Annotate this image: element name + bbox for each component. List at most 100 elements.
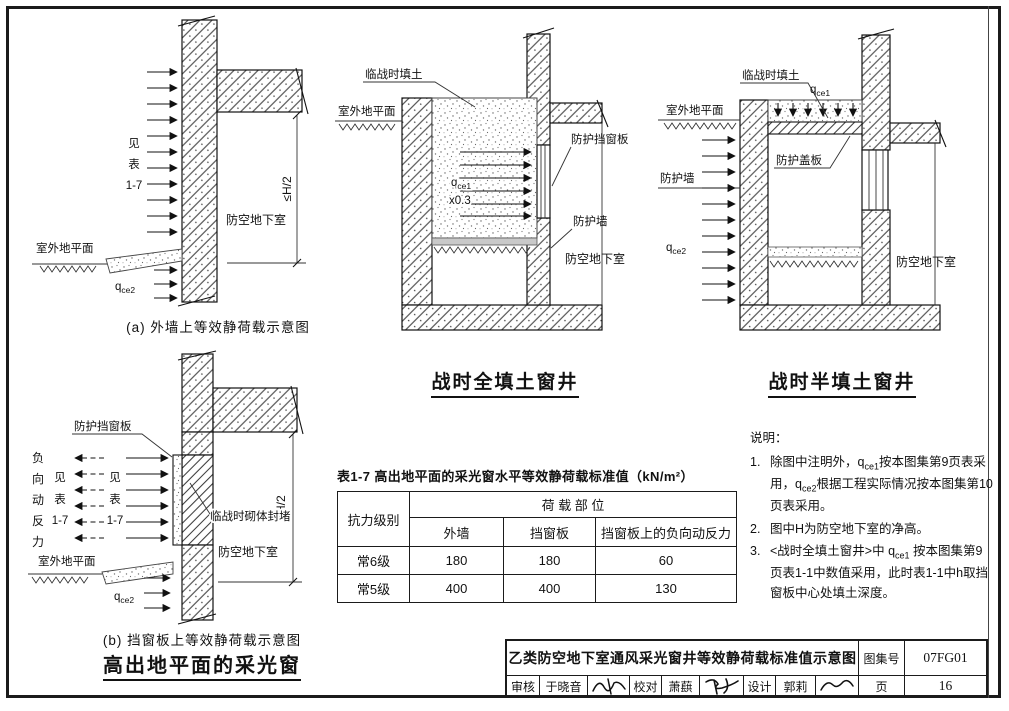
svg-text:1-7: 1-7	[126, 180, 143, 192]
see-table-label: 见 表 1-7	[105, 470, 125, 529]
break-symbol	[177, 15, 216, 27]
qce1-label: qce1	[451, 177, 471, 191]
svg-text:见: 见	[109, 472, 121, 484]
svg-text:表: 表	[128, 157, 140, 171]
svg-text:负: 负	[32, 451, 44, 465]
leader-line	[551, 146, 572, 187]
protective-window-board	[861, 149, 889, 211]
bottom-slab	[401, 304, 603, 331]
break-symbol	[290, 385, 304, 435]
diagram-b-title: 高出地平面的采光窗	[52, 649, 352, 681]
svg-text:向: 向	[32, 471, 44, 486]
fill-label: 临战时填土	[365, 67, 423, 81]
page-label: 页	[858, 676, 904, 696]
basement-label: 防空地下室	[226, 212, 286, 227]
designer-name: 郭莉	[775, 676, 815, 696]
exterior-wall-lower	[181, 544, 214, 621]
table-1-7: 表1-7 高出地平面的采光窗水平等效静荷载标准值（kN/m²） 抗力级别 荷 载…	[337, 466, 739, 603]
proofreader-label: 校对	[629, 676, 661, 696]
bottom-slab	[739, 304, 941, 331]
x03-label: x0.3	[449, 195, 471, 207]
exterior-wall-upper	[181, 353, 214, 433]
floor-slab	[549, 102, 603, 124]
table-cell: 400	[503, 574, 596, 603]
cover-label: 防护盖板	[776, 153, 822, 167]
drawing-title: 乙类防空地下室通风采光窗井等效静荷载标准值示意图	[508, 650, 857, 666]
protective-window-board	[172, 454, 183, 546]
dim-label: ≤H/2	[274, 495, 288, 521]
title-block: 乙类防空地下室通风采光窗井等效静荷载标准值示意图 图集号 07FG01 审核 于…	[505, 639, 988, 698]
reviewer-label: 审核	[510, 679, 535, 694]
diagram-a-caption: (a) 外墙上等效静荷载示意图	[126, 320, 310, 335]
full-fill-caption: 战时全填土窗井	[355, 367, 655, 398]
page-border-inner-line	[988, 6, 989, 698]
protective-wall	[861, 209, 891, 306]
designer-label: 设计	[743, 676, 775, 696]
diagram-b-caption: (b) 挡窗板上等效静荷载示意图	[102, 633, 302, 648]
break-symbol	[522, 27, 555, 39]
table-cell: 常6级	[337, 546, 410, 575]
exterior-wall	[181, 431, 214, 456]
wall-label: 防护墙	[573, 214, 608, 228]
qce2-var: qce2	[795, 477, 817, 494]
break-symbol	[934, 119, 947, 148]
basement-label: 防空地下室	[565, 251, 625, 266]
load-arrows	[460, 147, 532, 221]
table-header-level: 抗力级别	[337, 491, 410, 547]
table-column-header: 挡窗板上的负向动反力	[595, 517, 737, 547]
break-symbol	[177, 350, 217, 361]
masonry-label: 临战时砌体封堵	[210, 509, 291, 523]
dim-tick	[288, 429, 298, 439]
page-number: 16	[904, 676, 986, 696]
qce2-label: qce2	[114, 591, 134, 605]
proofreader-signature	[699, 676, 743, 696]
protective-window-board	[536, 144, 551, 219]
svg-text:动: 动	[32, 493, 44, 507]
table-cell: 180	[409, 546, 504, 575]
qce1-label: qce1	[810, 84, 830, 98]
see-table-label: 见 表 1-7	[52, 472, 69, 527]
svg-text:表: 表	[54, 492, 66, 506]
ground-hatch	[338, 123, 396, 131]
see-table-label: 见 表 1-7	[126, 138, 143, 192]
pavement-strip	[105, 248, 183, 274]
svg-text:见: 见	[54, 472, 66, 484]
cushion-band	[767, 246, 863, 258]
reviewer-signature	[587, 676, 629, 696]
notes-heading: 说明：	[750, 431, 788, 445]
table-column-header: 外墙	[409, 517, 504, 547]
table-cell: 180	[503, 546, 596, 575]
ground-hatch	[39, 265, 97, 273]
protective-cover-slab	[767, 121, 863, 135]
notes: 说明： 1. 除图中注明外，qce1按本图集第9页表采用，qce2根据工程实际情…	[750, 428, 993, 605]
qce1-var: qce1	[857, 455, 879, 472]
ground-label: 室外地平面	[338, 104, 396, 118]
break-symbol	[177, 613, 217, 625]
table-column-header: 挡窗板	[503, 517, 596, 547]
table-title: 表1-7 高出地平面的采光窗水平等效静荷载标准值（kN/m²）	[337, 469, 694, 484]
floor-slab	[212, 387, 298, 433]
table-row: 常6级 180 180 60	[337, 546, 737, 575]
well-outer-wall	[401, 97, 433, 306]
ground-hatch	[769, 260, 859, 268]
break-symbol	[177, 295, 216, 307]
proofreader-name: 萧蕻	[661, 676, 699, 696]
table-header-load-part: 荷 载 部 位	[409, 491, 737, 518]
break-symbol	[596, 99, 609, 128]
ground-label: 室外地平面	[666, 103, 724, 117]
building-wall	[861, 34, 891, 151]
exterior-wall	[181, 19, 218, 303]
board-label: 防护挡窗板	[571, 132, 629, 146]
wall-label: 防护墙	[660, 171, 695, 185]
leader-line	[189, 482, 211, 515]
cushion-band	[431, 237, 538, 246]
ground-hatch	[663, 122, 737, 130]
qce1-var: qce1	[888, 543, 910, 561]
fill-label: 临战时填土	[742, 68, 800, 82]
basement-label: 防空地下室	[218, 544, 278, 559]
leader-line	[774, 135, 851, 169]
dim-tick	[288, 577, 298, 587]
negative-reaction-arrows	[74, 453, 104, 543]
ground-label: 室外地平面	[36, 241, 94, 255]
